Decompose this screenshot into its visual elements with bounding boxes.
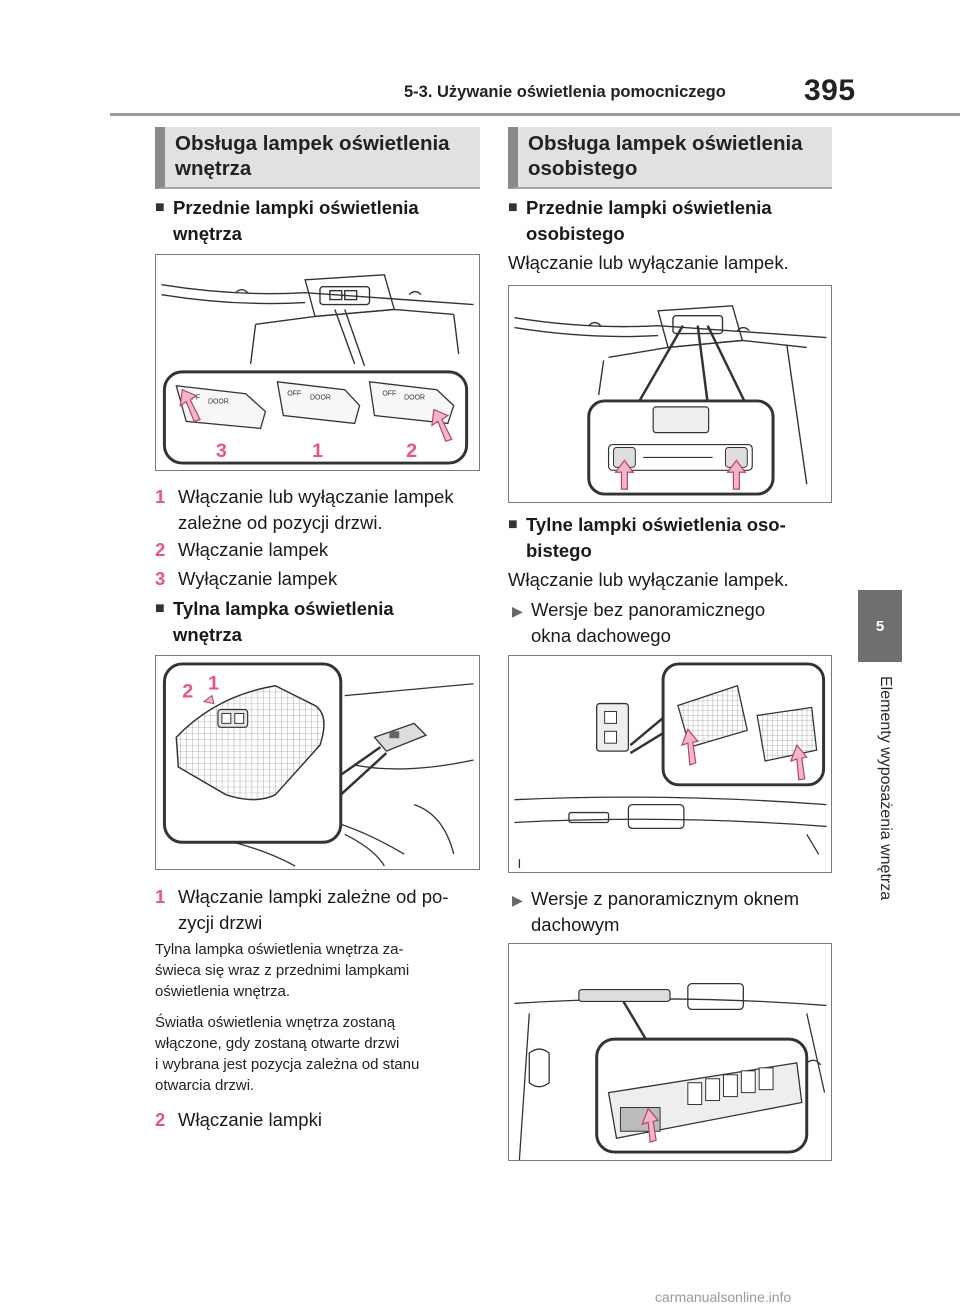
square-bullet-icon: ■ [155, 600, 165, 617]
item-text: Wyłączanie lampek [178, 568, 338, 589]
item-number: 1 [155, 486, 166, 507]
press-arrow-icon [179, 388, 201, 423]
item-text: Włączanie lampki [178, 1109, 322, 1130]
body-text: Włączanie lub wyłączanie lampek. [508, 252, 789, 273]
note-line: oświetlenia wnętrza. [155, 983, 291, 1000]
switch-off-label: OFF [287, 391, 301, 398]
note-line: świeca się wraz z przednimi lampkami [155, 962, 410, 979]
figure-callout-number: 1 [312, 440, 323, 462]
press-arrow-icon [614, 459, 635, 490]
list-item: 2 Włączanie lampki [155, 1107, 503, 1133]
figure-callout-number: 3 [216, 440, 227, 462]
list-item: 1 Włączanie lampki zależne od po- zycji … [155, 884, 503, 936]
variant-text: Wersje z panoramicznym oknem [531, 888, 799, 909]
subheading-front-interior: ■ Przednie lampki oświetlenia wnętrza [155, 195, 498, 247]
subheading-line: osobistego [526, 223, 625, 244]
rear-interior-lamp-illustration: 1 2 [162, 662, 474, 867]
header-rule [110, 113, 960, 116]
switch-door-label: DOOR [404, 395, 425, 402]
variant-text: okna dachowego [531, 625, 671, 646]
note-paragraph: Światła oświetlenia wnętrza zostaną włąc… [155, 1012, 480, 1096]
note-line: Tylna lampka oświetlenia wnętrza za- [155, 941, 404, 958]
switch-off-label: OFF [382, 391, 396, 398]
item-text: Włączanie lampek [178, 539, 329, 560]
figure-front-interior-lamps: OFF DOOR OFF DOOR OFF DOOR 3 1 2 [155, 254, 480, 471]
chapter-tab: 5 [858, 590, 902, 662]
switch-door-label: DOOR [310, 395, 331, 402]
subheading-rear-interior: ■ Tylna lampka oświetlenia wnętrza [155, 596, 498, 648]
item-text: Włączanie lampki zależne od po- [178, 886, 449, 907]
subheading-rear-personal: ■ Tylne lampki oświetlenia oso- bistego [508, 512, 850, 564]
press-arrow-icon [641, 1107, 660, 1143]
list-item: 3 Wyłączanie lampek [155, 566, 503, 592]
press-arrow-icon [431, 408, 453, 443]
square-bullet-icon: ■ [508, 516, 518, 533]
variant-text: Wersje bez panoramicznego [531, 599, 766, 620]
rear-personal-lamp-illustration-panoramic [514, 982, 827, 1160]
item-text: zależne od pozycji drzwi. [178, 512, 383, 533]
section-title: 5-3. Używanie oświetlenia pomocniczego [404, 83, 726, 101]
switch-door-label: DOOR [208, 399, 229, 406]
note-line: otwarcia drzwi. [155, 1077, 255, 1094]
figure-rear-interior-lamp: 1 2 [155, 655, 480, 870]
square-bullet-icon: ■ [508, 199, 518, 216]
item-number: 2 [155, 1109, 166, 1130]
press-arrow-icon [726, 459, 747, 490]
subheading-line: wnętrza [173, 223, 242, 244]
front-personal-lamp-illustration [514, 305, 827, 496]
heading-line: wnętrza [175, 157, 252, 180]
press-arrow-icon [789, 744, 808, 781]
item-number: 2 [155, 539, 166, 560]
list-item: 2 Włączanie lampek [155, 537, 503, 563]
subheading-line: Tylna lampka oświetlenia [173, 598, 394, 619]
note-paragraph: Tylna lampka oświetlenia wnętrza za- świ… [155, 939, 480, 1002]
subheading-line: Tylne lampki oświetlenia oso- [526, 514, 786, 535]
item-number: 1 [155, 886, 166, 907]
watermark: carmanualsonline.info [655, 1289, 792, 1305]
subheading-front-personal: ■ Przednie lampki oświetlenia osobistego [508, 195, 850, 247]
subheading-line: wnętrza [173, 624, 242, 645]
figure-front-personal-lamps [508, 285, 832, 503]
front-interior-lamp-illustration: OFF DOOR OFF DOOR OFF DOOR 3 1 2 [161, 274, 474, 465]
list-item: 1 Włączanie lub wyłączanie lampek zależn… [155, 484, 503, 536]
heading-line: Obsługa lampek oświetlenia [175, 132, 450, 155]
figure-callout-number: 2 [182, 681, 193, 703]
subheading-line: Przednie lampki oświetlenia [526, 197, 772, 218]
heading-line: osobistego [528, 157, 638, 180]
section-heading-personal: Obsługa lampek oświetlenia osobistego [508, 127, 832, 189]
press-arrow-icon [680, 728, 699, 766]
subheading-line: Przednie lampki oświetlenia [173, 197, 419, 218]
note-line: włączone, gdy zostaną otwarte drzwi [155, 1035, 400, 1052]
subheading-line: bistego [526, 540, 592, 561]
figure-rear-personal-panoramic-roof [508, 943, 832, 1161]
item-text: Włączanie lub wyłączanie lampek [178, 486, 454, 507]
press-arrow-icon [202, 694, 215, 705]
note-line: i wybrana jest pozycja zależna od stanu [155, 1056, 420, 1073]
note-line: Światła oświetlenia wnętrza zostaną [155, 1014, 396, 1031]
variant-bullet: ▶ Wersje bez panoramicznego okna dachowe… [508, 597, 855, 649]
item-number: 3 [155, 568, 166, 589]
item-text: zycji drzwi [178, 912, 263, 933]
figure-rear-personal-no-roof [508, 655, 832, 873]
body-text: Włączanie lub wyłączanie lampek. [508, 569, 789, 590]
variant-text: dachowym [531, 914, 620, 935]
square-bullet-icon: ■ [155, 199, 165, 216]
variant-bullet: ▶ Wersje z panoramicznym oknem dachowym [508, 886, 855, 938]
heading-line: Obsługa lampek oświetlenia [528, 132, 803, 155]
chapter-tab-label: Elementy wyposażenia wnętrza [877, 676, 894, 901]
arrow-right-icon: ▶ [512, 603, 523, 619]
rear-personal-lamp-illustration-no-roof [514, 662, 827, 869]
figure-callout-number: 2 [406, 440, 417, 462]
section-heading-interior: Obsługa lampek oświetlenia wnętrza [155, 127, 480, 189]
page-number: 395 [804, 74, 856, 107]
arrow-right-icon: ▶ [512, 892, 523, 908]
figure-callout-number: 1 [208, 673, 219, 695]
